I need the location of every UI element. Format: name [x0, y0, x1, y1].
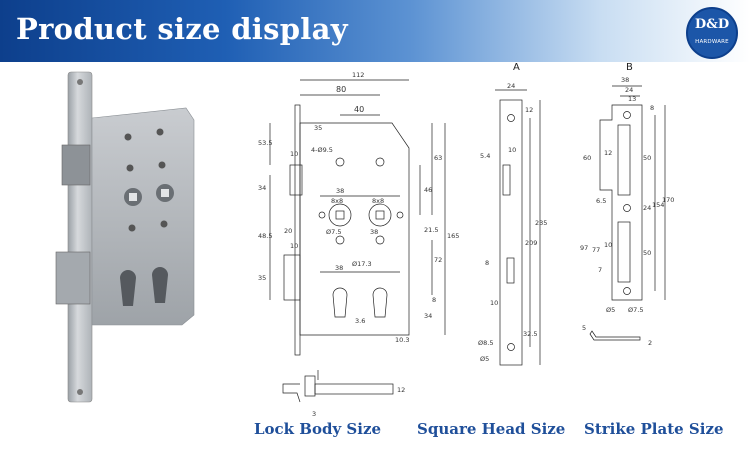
dim-38b: 38 [370, 228, 378, 236]
view-label-b: B [626, 62, 633, 73]
dim-34: 34 [258, 184, 266, 192]
dim-phi-5: Ø5 [606, 306, 615, 314]
dim-154: 154 [652, 201, 664, 209]
dim-phi-5: Ø5 [480, 355, 489, 363]
dim-24: 24 [625, 86, 633, 94]
dim-8: 8 [650, 104, 654, 112]
dim-38: 38 [621, 76, 629, 84]
dim-112: 112 [352, 71, 364, 79]
dim-5b: 5 [582, 324, 586, 332]
dim-235: 235 [535, 219, 547, 227]
dim-77: 77 [592, 246, 600, 254]
screw-hole-top [77, 79, 83, 85]
dim-2: 2 [648, 339, 652, 347]
dim-20: 20 [284, 227, 292, 235]
lock-case [91, 107, 195, 326]
dim-6-5: 6.5 [596, 197, 606, 205]
dim-209: 209 [525, 239, 537, 247]
page-title: Product size display [16, 12, 348, 46]
dim-46: 46 [424, 186, 432, 194]
dim-10: 10 [604, 241, 612, 249]
dim-38a: 38 [336, 187, 344, 195]
dim-12: 12 [604, 149, 612, 157]
view-label-a: A [513, 62, 520, 73]
logo-sub-text: HARDWARE [695, 39, 729, 45]
strike-plate-dimensions: 38 24 13 8 60 12 50 6.5 24 154 170 97 77… [580, 76, 674, 347]
strike-plate-outline [599, 104, 643, 301]
header-banner: Product size display D&D HARDWARE [0, 0, 750, 62]
dim-63: 63 [434, 154, 442, 162]
dim-35: 35 [314, 124, 322, 132]
latch-bolt [61, 144, 91, 186]
dim-60: 60 [583, 154, 591, 162]
dim-80: 80 [336, 85, 346, 94]
dim-12: 12 [525, 106, 533, 114]
square-faceplate [499, 99, 523, 366]
dim-50a: 50 [643, 154, 651, 162]
dim-phi-7-5: Ø7.5 [326, 228, 341, 236]
cylinder-hole-right [152, 267, 168, 303]
deadbolt-outline [283, 254, 301, 301]
square-head-drawing [495, 89, 541, 366]
dim-10a: 10 [290, 150, 298, 158]
dim-8: 8 [485, 259, 489, 267]
dim-3-6: 3.6 [355, 317, 365, 325]
dim-8: 8 [432, 296, 436, 304]
dim-50b: 50 [643, 249, 651, 257]
lock-faceplate [294, 104, 301, 356]
dim-5-4: 5.4 [480, 152, 490, 160]
dim-10b: 10 [490, 299, 498, 307]
dim-53-5: 53.5 [258, 139, 272, 147]
dim-13: 13 [628, 95, 636, 103]
dim-35b: 35 [258, 274, 266, 282]
dim-97: 97 [580, 244, 588, 252]
lock-body-dimensions: 112 80 40 35 53.5 10 4-Ø9.5 34 38 8x8 8x… [258, 71, 459, 418]
dim-10b: 10 [290, 242, 298, 250]
dim-phi-7-5: Ø7.5 [628, 306, 643, 314]
cylinder-hole-left [120, 270, 136, 306]
lock-case-outline [299, 122, 410, 336]
dim-10a: 10 [508, 146, 516, 154]
dim-phi-17-3: Ø17.3 [352, 260, 372, 268]
dim-24b: 24 [643, 204, 651, 212]
dead-bolt [55, 251, 91, 305]
dim-8x8b: 8x8 [372, 197, 384, 205]
dim-8x8a: 8x8 [331, 197, 343, 205]
caption-square-head: Square Head Size [417, 420, 566, 438]
lock-photo [55, 71, 195, 403]
dim-10-3: 10.3 [395, 336, 409, 344]
dim-3: 3 [312, 410, 316, 418]
screw-hole-bottom [77, 389, 83, 395]
logo-main-text: D&D [694, 17, 730, 32]
dim-32-5: 32.5 [523, 330, 537, 338]
dim-48-5: 48.5 [258, 232, 272, 240]
dim-72: 72 [434, 256, 442, 264]
dim-7: 7 [598, 266, 602, 274]
strike-plate-drawing [589, 85, 666, 341]
dim-38c: 38 [335, 264, 343, 272]
dim-34b: 34 [424, 312, 432, 320]
caption-lock-body: Lock Body Size [254, 420, 382, 438]
dim-165: 165 [447, 232, 459, 240]
dim-12: 12 [397, 386, 405, 394]
faceplate [67, 71, 93, 403]
caption-strike-plate: Strike Plate Size [584, 420, 724, 438]
dim-4-phi: 4-Ø9.5 [311, 146, 333, 154]
brand-logo: D&D HARDWARE [686, 7, 738, 59]
square-head-dimensions: 24 12 5.4 10 209 235 8 10 32.5 Ø8.5 Ø5 [478, 82, 547, 363]
dim-21-5: 21.5 [424, 226, 438, 234]
latch-outline [289, 164, 303, 196]
dim-24: 24 [507, 82, 515, 90]
dim-phi-8-5: Ø8.5 [478, 339, 493, 347]
dim-170: 170 [662, 196, 674, 204]
dim-40: 40 [354, 105, 364, 114]
lock-body-drawing [269, 79, 446, 403]
